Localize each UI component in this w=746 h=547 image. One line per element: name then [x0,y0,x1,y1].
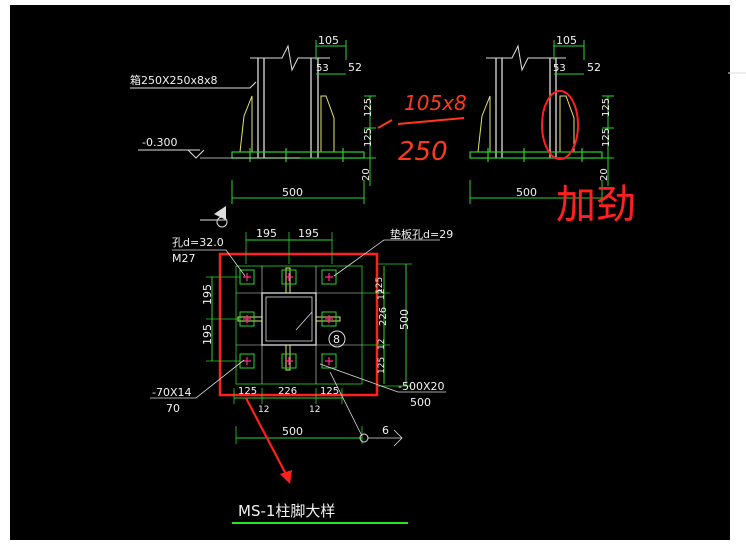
dim-bottom-12-left: 12 [258,405,269,415]
weld-mark: 8 [333,333,340,346]
stiffener-right-r [559,95,575,153]
hole-label: 孔d=32.0 [172,236,224,249]
break-line-right [486,44,566,72]
highlight-ellipse [541,90,579,160]
washer-leader [333,239,440,277]
stiffener-left-r [477,95,491,153]
dim-bottom-226: 226 [278,386,297,397]
hand-note: 加劲 [556,182,636,228]
bolt-3-3 [321,353,337,369]
hand-dash [377,119,393,129]
drawing-title: MS-1柱脚大样 [238,502,335,520]
elevation-left: 箱250X250x8x8 -0.300 105 53 52 125 125 20… [130,34,376,204]
dim-125-lower: 125 [363,128,374,147]
plate-leader [319,363,446,393]
anchor-bolts [239,269,337,369]
dim-top-195-1: 195 [256,227,277,240]
hand-fraction-bottom: 250 [398,137,448,167]
dim-125-lower-r: 125 [601,128,612,147]
dim-125-upper: 125 [363,98,374,117]
base-plate-r [469,151,603,159]
dim-right-500: 500 [398,309,411,330]
column-label-leader [130,81,257,89]
stiffener-left [239,95,253,153]
dim-right-12-bottom: 12 [377,339,387,350]
dim-20: 20 [361,168,372,181]
dim-right-125-top: 125 [375,277,385,294]
dim-105-r: 105 [556,34,577,47]
plate-label: -500X20 [398,380,445,393]
level-symbol [187,149,205,159]
column-box-inner [265,296,313,342]
dim-52-r: 52 [587,61,601,74]
dim-125-upper-r: 125 [601,98,612,117]
cad-viewport[interactable] [10,5,730,540]
dim-left-195-1: 195 [201,284,214,305]
dim-right-12-top: 12 [377,289,387,300]
weld-ref: 6 [382,424,389,437]
dim-top-195-2: 195 [298,227,319,240]
bolt-2-3 [321,311,337,327]
break-line [250,44,330,72]
level-label: -0.300 [142,136,177,149]
stiffener-leader [150,359,245,399]
hand-fraction-bar [397,117,465,125]
dim-20-r: 20 [599,168,610,181]
dim-bottom-12-right: 12 [309,405,320,415]
stiffener-label: -70X14 [152,386,192,399]
dim-500-r: 500 [516,186,537,199]
dim-53-r: 53 [553,63,566,74]
dim-bottom-500: 500 [282,425,303,438]
washer-label: 垫板孔d=29 [390,227,453,241]
handwritten-annotations: 105x8 250 加劲 [377,91,636,228]
base-plate-outline [235,265,363,385]
bolt-1-3 [321,269,337,285]
base-plate-highlight [218,252,379,397]
bolt-1-2 [281,269,297,285]
column-label: 箱250X250x8x8 [130,73,218,87]
dim-105: 105 [318,34,339,47]
plan-view: 孔d=32.0 M27 垫板孔d=29 195 195 195 195 125 … [150,206,453,447]
bolt-3-2 [281,353,297,369]
bolt-label: M27 [172,252,196,265]
highlight-arrow [245,397,292,484]
dim-bottom-125-right: 125 [320,386,339,397]
dim-right-226: 226 [378,307,389,326]
elevation-right: 105 53 52 125 125 20 500 [469,34,614,204]
stiffener-right [320,95,335,153]
section-marker [216,216,228,228]
dim-left-195-2: 195 [201,324,214,345]
dim-500: 500 [282,186,303,199]
section-flag [214,206,226,220]
bolt-2-1 [239,311,255,327]
plate-sub: 500 [410,396,431,409]
dim-right-125-bottom: 125 [377,357,387,374]
stiffener-sub: 70 [166,402,180,415]
dim-bottom-125-left: 125 [238,386,257,397]
dim-52: 52 [348,61,362,74]
dim-53: 53 [316,63,329,74]
column-box-outer [261,292,317,346]
hand-fraction-top: 105x8 [404,91,467,115]
hole-leader [172,249,246,277]
weld-mark-circle [328,330,346,348]
base-plate [231,151,365,159]
